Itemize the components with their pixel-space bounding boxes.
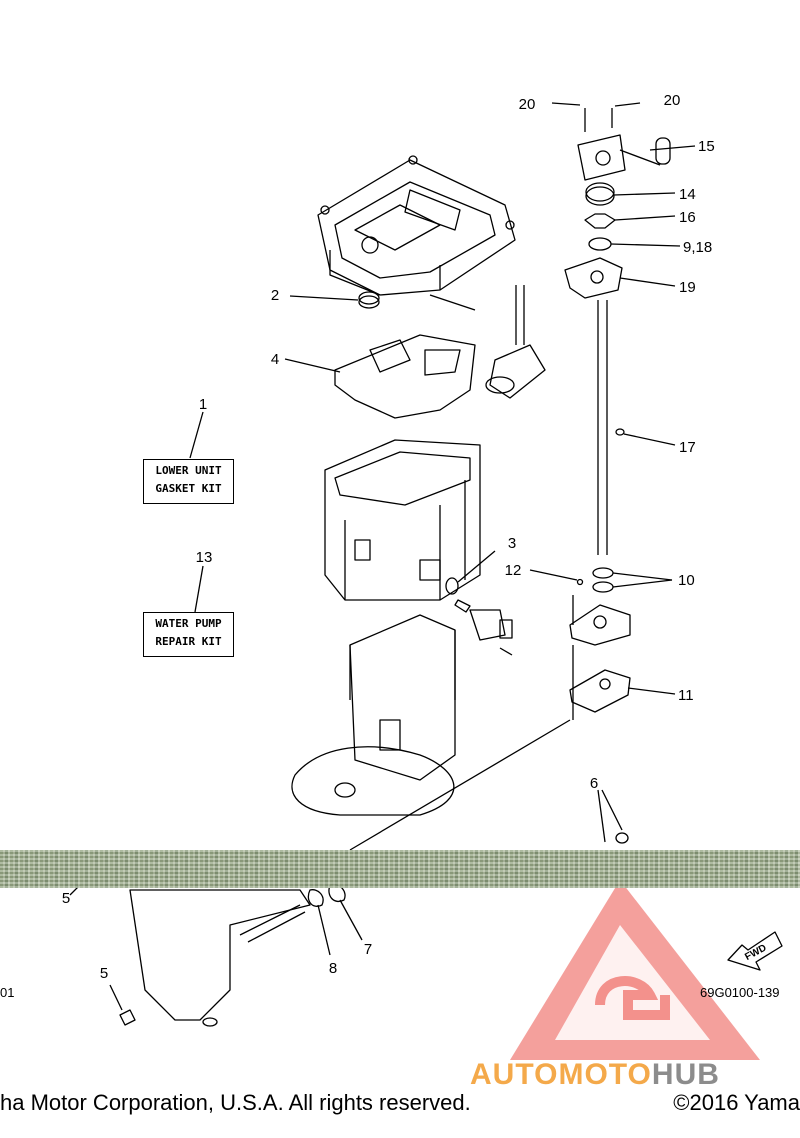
fwd-arrow-icon (727, 931, 783, 971)
lower-unit-casing (291, 614, 456, 816)
strainer (485, 285, 546, 399)
kit-label-line1: WATER PUMP (155, 617, 222, 630)
callout-19: 19 (679, 279, 696, 296)
fitting-3 (445, 550, 513, 656)
callout-9-18: 9,18 (683, 239, 712, 256)
watermark-part1: AUTOMOTO (470, 1058, 652, 1091)
lower-casing (324, 439, 481, 601)
callout-4: 4 (271, 351, 279, 368)
callout-2: 2 (271, 287, 279, 304)
callout-5-lower: 5 (100, 965, 108, 982)
bearing-10 (529, 567, 673, 593)
ref-code: 69G0100-139 (700, 985, 780, 1000)
gearcase (69, 883, 363, 1027)
outer-plate-19 (564, 257, 676, 299)
water-pump-housing (551, 102, 696, 181)
callout-20-left: 20 (519, 96, 536, 113)
callout-6: 6 (590, 775, 598, 792)
callout-3: 3 (508, 535, 516, 552)
callout-12: 12 (505, 562, 522, 579)
bearing-housing (569, 595, 631, 720)
upper-casing (317, 155, 516, 296)
callout-8: 8 (329, 960, 337, 977)
scan-noise-band (0, 850, 800, 888)
kit-label-line2: REPAIR KIT (155, 635, 222, 648)
callout-7: 7 (364, 941, 372, 958)
callout-13: 13 (196, 549, 213, 566)
callout-14: 14 (679, 186, 696, 203)
callout-1: 1 (199, 396, 207, 413)
gasket-11 (569, 669, 676, 713)
impeller-16 (584, 213, 676, 229)
callout-15: 15 (698, 138, 715, 155)
callout-10: 10 (678, 572, 695, 589)
gasket-4 (284, 334, 476, 419)
grommet-6 (597, 789, 629, 844)
watermark-text: AUTOMOTOHUB (470, 1058, 720, 1092)
callout-20-right: 20 (664, 92, 681, 109)
kit-label-line1: LOWER UNIT (155, 464, 222, 477)
copyright-left: ha Motor Corporation, U.S.A. All rights … (0, 1090, 471, 1115)
o-ring-9-18 (588, 237, 681, 251)
kit-label-line2: GASKET KIT (155, 482, 222, 495)
drive-shaft-17 (597, 300, 676, 555)
watermark-logo (510, 880, 760, 1060)
water-pump-repair-kit-box: WATER PUMP REPAIR KIT (143, 612, 234, 657)
callout-17: 17 (679, 439, 696, 456)
watermark-part2: HUB (651, 1058, 720, 1091)
insert-cartridge-14 (585, 182, 676, 206)
oil-seal-2 (289, 291, 380, 309)
callout-5-upper: 5 (62, 890, 70, 907)
callout-11: 11 (678, 687, 694, 704)
ref-code-left: 01 (0, 985, 15, 1000)
copyright-right: ©2016 Yama (673, 1090, 800, 1115)
lower-unit-gasket-kit-box: LOWER UNIT GASKET KIT (143, 459, 234, 504)
callout-16: 16 (679, 209, 696, 226)
